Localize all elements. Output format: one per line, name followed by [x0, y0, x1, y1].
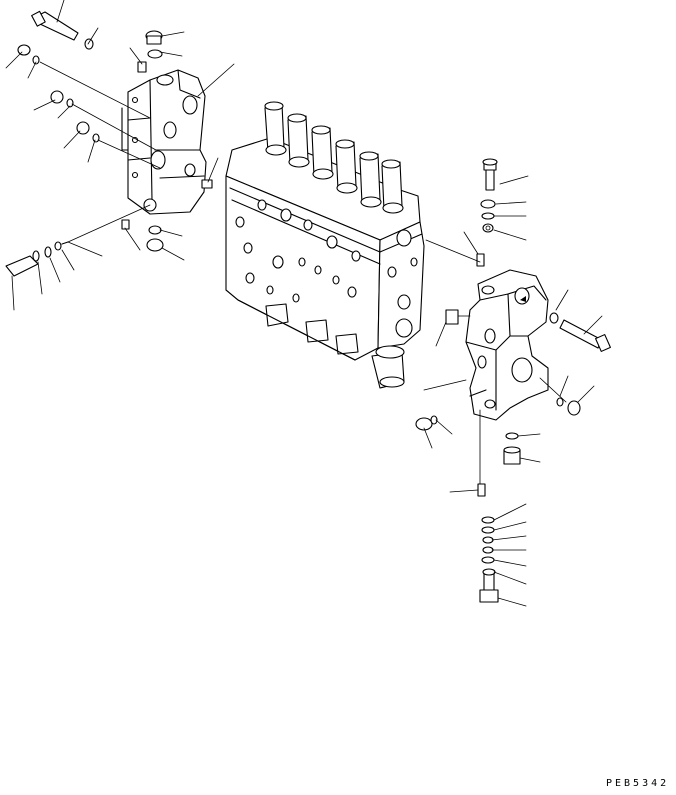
left-plug-1: [17, 44, 40, 65]
left-relief-valve: [5, 241, 69, 277]
main-block-ports: [235, 199, 418, 338]
left-plug-top: [145, 30, 163, 59]
right-bottom-small-bolt: [477, 483, 486, 497]
main-valve-block: [225, 101, 425, 389]
left-side-plug: [201, 179, 213, 189]
left-small-bolt-top: [137, 61, 147, 73]
right-bottom-plug: [479, 568, 499, 603]
right-side-plug-upper: [445, 309, 459, 325]
spool-row: [264, 101, 404, 214]
right-bottom-seals: [481, 516, 495, 564]
drawing-code: PEB5342: [606, 778, 669, 789]
left-plug-3: [76, 121, 100, 143]
right-bolt: [549, 312, 611, 352]
left-end-block: [121, 69, 207, 215]
right-left-plug: [415, 415, 438, 431]
left-bottom-parts: [121, 219, 164, 252]
main-block-bottom-bosses: [265, 303, 405, 389]
right-top-plug: [482, 158, 498, 191]
left-leader-lines: [5, 0, 235, 311]
right-end-block: [465, 269, 549, 421]
left-plug-2: [50, 90, 74, 108]
right-side-parts: [556, 397, 581, 416]
left-bolt: [31, 10, 79, 41]
right-lower-plugs: [503, 432, 521, 465]
right-small-bolt-top: [476, 253, 485, 267]
left-washer: [84, 38, 94, 50]
right-leader-lines: [423, 175, 603, 607]
right-top-seals: [480, 199, 496, 233]
